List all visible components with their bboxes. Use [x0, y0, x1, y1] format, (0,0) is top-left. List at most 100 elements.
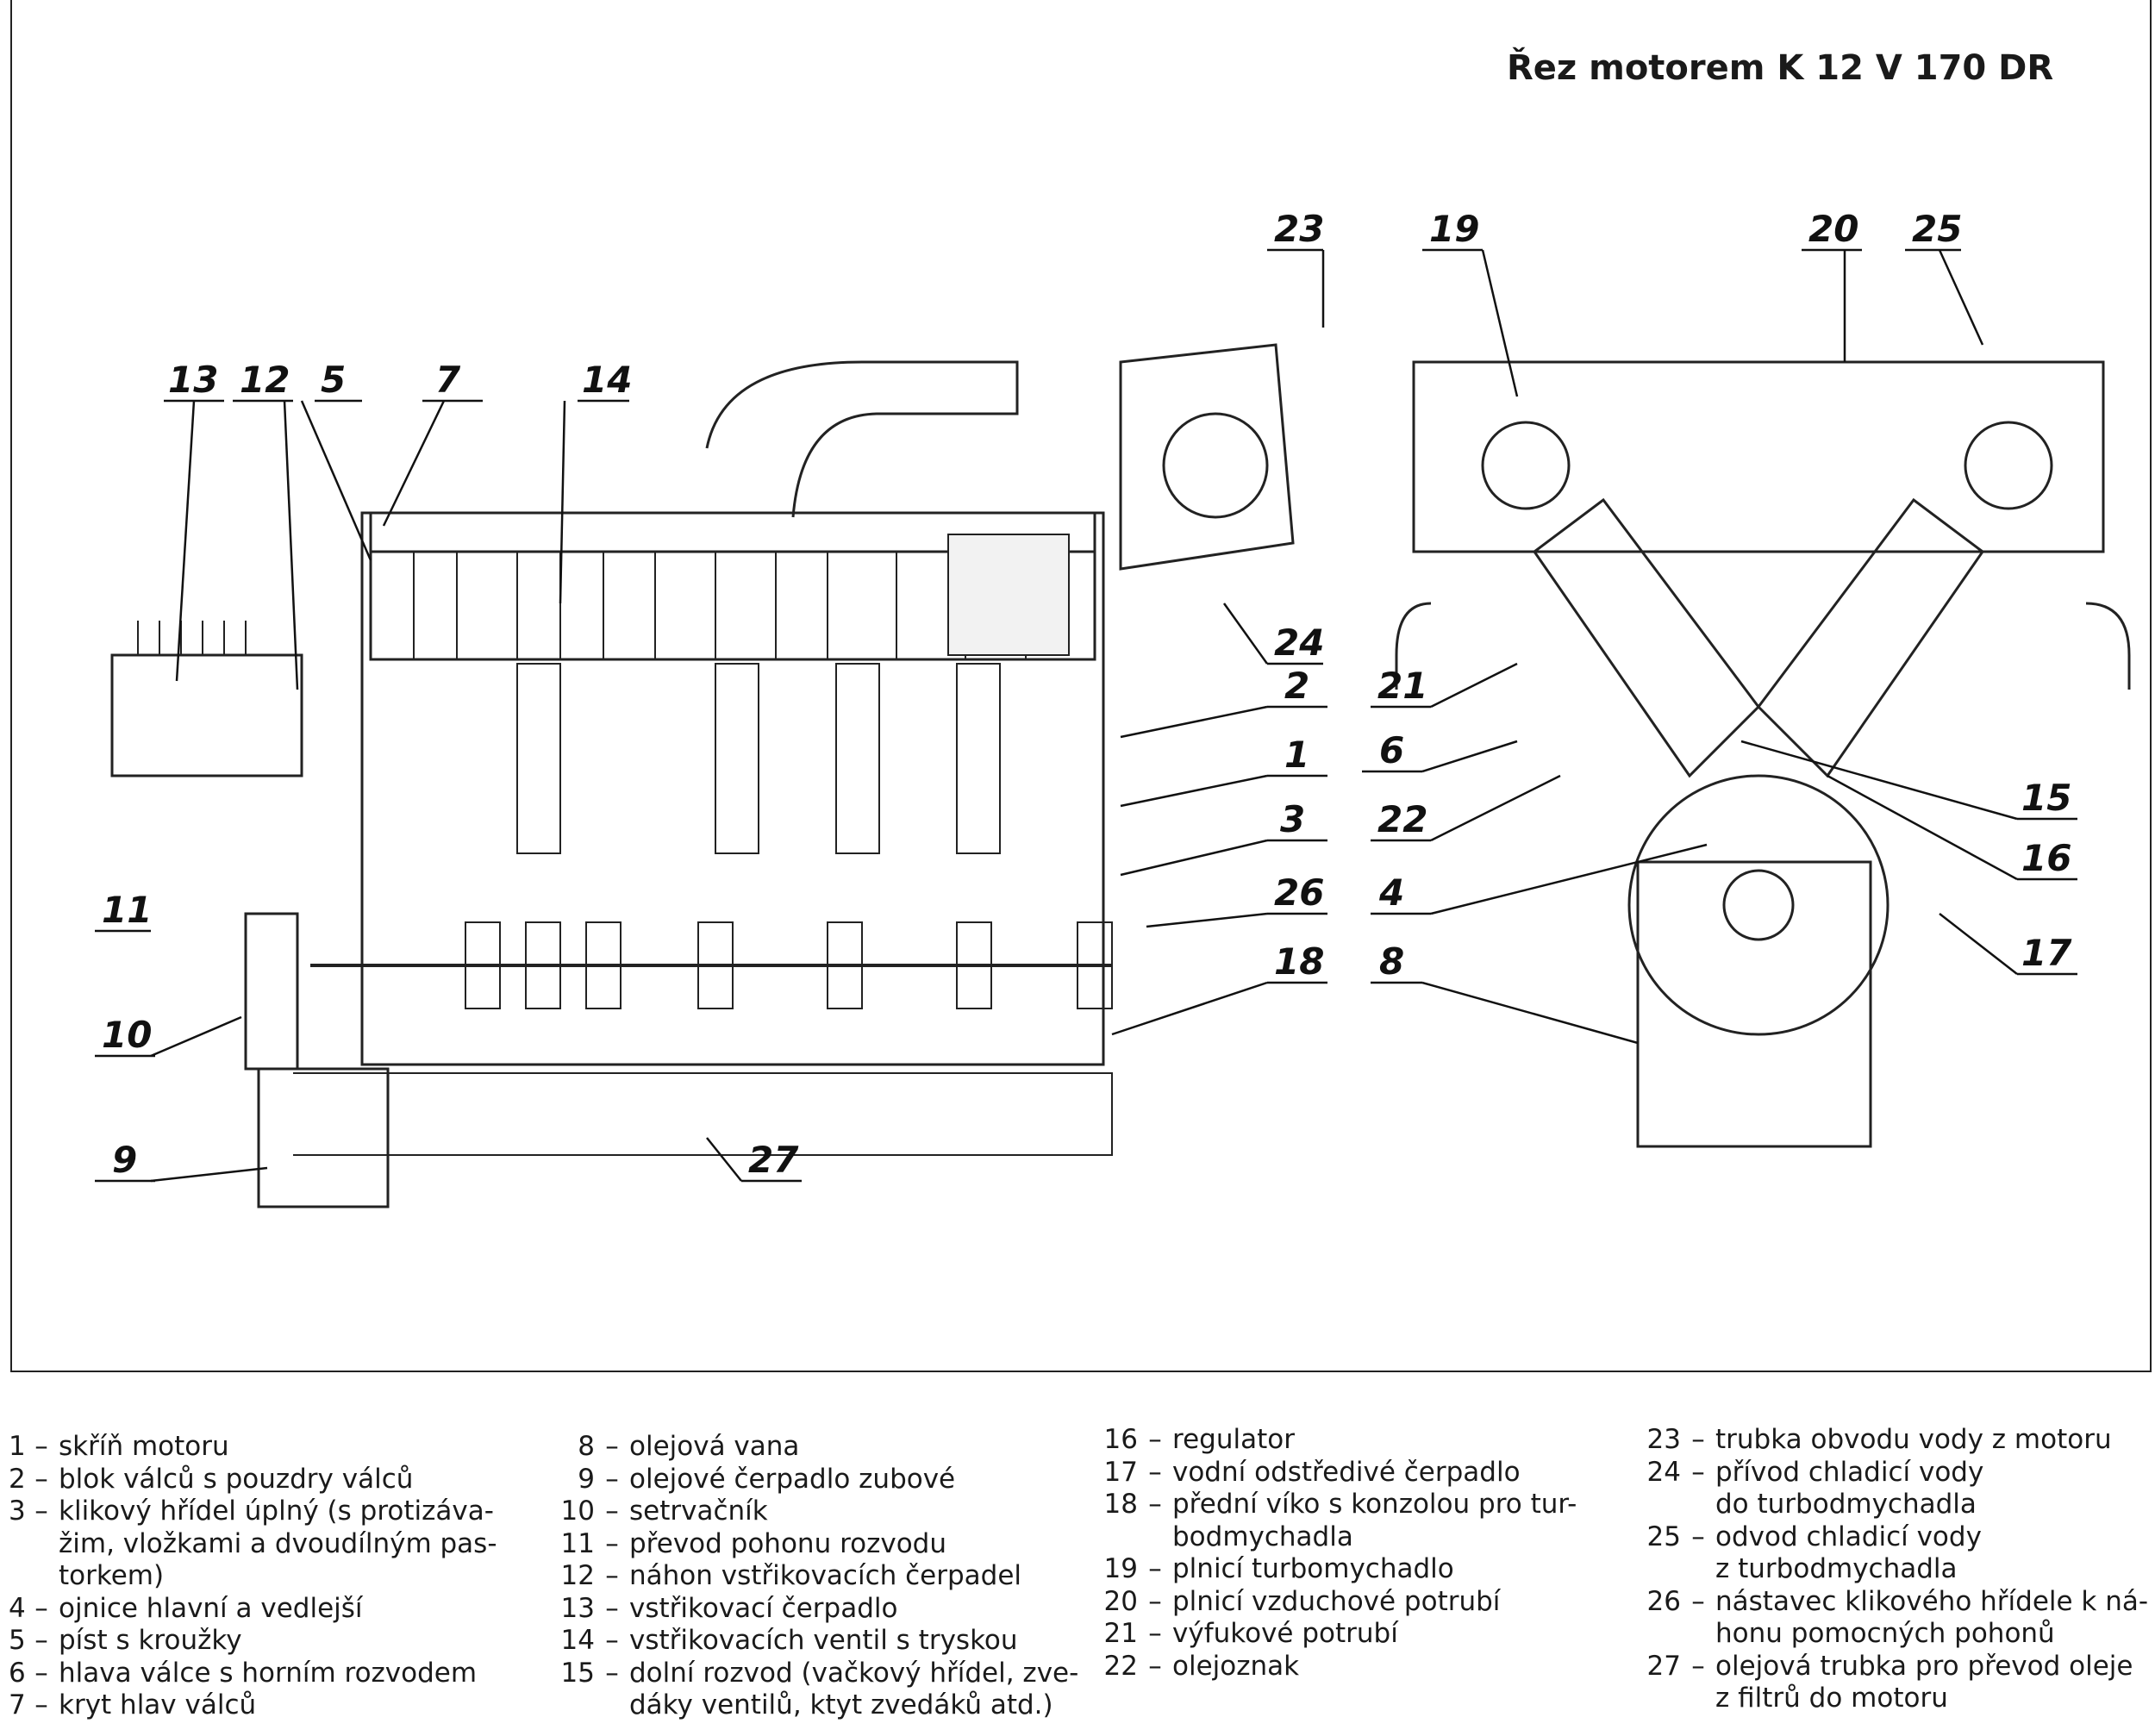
legend-item-number — [1638, 1489, 1681, 1521]
legend-item-number: 6 — [9, 1657, 26, 1689]
legend-dash: – — [1148, 1489, 1162, 1520]
legend-dash: – — [34, 1431, 48, 1462]
exhaust-pipes — [1395, 602, 2131, 690]
legend-item-text: z turbodmychadla — [1715, 1553, 1958, 1584]
callout-14: 14 — [582, 359, 632, 401]
legend-item-text: žim, vložkami a dvoudílným pas- — [59, 1527, 497, 1559]
legend-dash: – — [34, 1689, 48, 1720]
legend-item: 9–olejové čerpadlo zubové — [552, 1464, 1078, 1496]
legend-item-number: 11 — [560, 1527, 595, 1559]
legend-dash — [1681, 1683, 1715, 1715]
legend-item-text: torkem) — [59, 1560, 165, 1591]
legend-item-text: odvod chladicí vody — [1715, 1521, 1982, 1552]
legend-item-text: ojnice hlavní a vedlejší — [59, 1592, 363, 1624]
legend-item: 19–plnicí turbomychadlo — [1095, 1553, 1577, 1586]
legend-dash: – — [1691, 1585, 1705, 1617]
legend-item-number: 3 — [9, 1496, 26, 1527]
legend-item-number — [1638, 1553, 1681, 1586]
legend-dash — [1681, 1553, 1715, 1586]
callout-13: 13 — [168, 359, 218, 401]
legend-item: 11–převod pohonu rozvodu — [552, 1528, 1078, 1561]
legend-item: dáky ventilů, ktyt zvedáků atd.) — [552, 1689, 1078, 1722]
callout-19: 19 — [1429, 208, 1479, 250]
legend-item: 26–nástavec klikového hřídele k ná- — [1638, 1585, 2149, 1619]
cylinder-liners — [516, 663, 1001, 854]
legend-item: 24–přívod chladicí vody — [1638, 1457, 2148, 1489]
legend-item: 16–regulator — [1095, 1424, 1577, 1457]
legend-item-text: vodní odstředivé čerpadlo — [1172, 1456, 1521, 1488]
legend-item: 10–setrvačník — [552, 1496, 1078, 1528]
legend-dash: – — [605, 1431, 619, 1462]
callout-3: 3 — [1280, 798, 1305, 840]
legend-dash: – — [34, 1625, 48, 1656]
legend-item: 13–vstřikovací čerpadlo — [552, 1593, 1078, 1626]
legend-item: z turbodmychadla — [1638, 1553, 2148, 1586]
legend-item-text: olejová trubka pro převod oleje — [1715, 1650, 2133, 1682]
legend-item: 3–klikový hřídel úplný (s protizáva- — [9, 1496, 497, 1528]
legend-item: 27–olejová trubka pro převod oleje — [1638, 1651, 2148, 1683]
legend-item-number — [9, 1560, 24, 1593]
legend-dash: – — [1148, 1585, 1162, 1617]
legend-dash: – — [1691, 1456, 1705, 1488]
legend-item-text: nástavec klikového hřídele k ná- — [1715, 1585, 2149, 1617]
callout-24: 24 — [1274, 621, 1324, 664]
legend-item-number: 27 — [1646, 1650, 1681, 1682]
legend-item: 17–vodní odstředivé čerpadlo — [1095, 1457, 1577, 1489]
callout-2: 2 — [1284, 665, 1309, 707]
callout-6: 6 — [1379, 729, 1404, 771]
legend-item-number — [9, 1528, 24, 1561]
legend-item: 1–skříň motoru — [9, 1431, 497, 1464]
turbocharger-housing — [1119, 343, 1295, 571]
oil-sump — [1636, 860, 1872, 1148]
leader-lines — [95, 248, 2077, 1183]
cross-section — [1395, 360, 2131, 1148]
legend-item-text: přívod chladicí vody — [1715, 1456, 1984, 1488]
legend-item-number: 16 — [1103, 1424, 1138, 1455]
legend-item: žim, vložkami a dvoudílným pas- — [9, 1528, 497, 1561]
legend-dash: – — [605, 1560, 619, 1591]
oil-pipes — [293, 1072, 1113, 1156]
crank-throws — [465, 921, 1113, 1009]
injection-pump-body — [110, 653, 303, 777]
legend-item-text: dáky ventilů, ktyt zvedáků atd.) — [629, 1689, 1053, 1720]
legend-item-text: olejová vana — [629, 1431, 800, 1462]
drawing-frame — [10, 0, 2152, 1372]
legend-item-text: blok válců s pouzdry válců — [59, 1463, 414, 1495]
legend-item-number: 12 — [560, 1560, 595, 1591]
engine-section-drawing: 13 12 5 7 14 23 19 20 25 11 10 9 27 2 1 … — [95, 208, 2131, 1208]
legend-item-text: výfukové potrubí — [1172, 1618, 1398, 1649]
callout-27: 27 — [748, 1139, 799, 1181]
legend-dash: – — [34, 1657, 48, 1689]
callout-25: 25 — [1912, 208, 1962, 250]
legend-item: torkem) — [9, 1560, 497, 1593]
callout-15: 15 — [2021, 777, 2071, 819]
crankcase-gear — [1627, 774, 1890, 1036]
legend-item-number: 4 — [9, 1592, 26, 1624]
legend-item-number: 5 — [9, 1625, 26, 1656]
legend-dash: – — [1148, 1618, 1162, 1649]
legend-item-number: 19 — [1103, 1553, 1138, 1584]
legend-dash: – — [34, 1592, 48, 1624]
legend-item-text: olejové čerpadlo zubové — [629, 1463, 956, 1495]
legend-item-number — [1638, 1683, 1681, 1715]
legend-item: 20–plnicí vzduchové potrubí — [1095, 1586, 1577, 1619]
legend-item-text: vstřikovacích ventil s tryskou — [629, 1625, 1018, 1656]
left-cylinder-bank — [1532, 497, 1760, 778]
legend-dash: – — [34, 1463, 48, 1495]
legend-item-number: 1 — [9, 1431, 26, 1462]
legend-item-number: 7 — [9, 1689, 26, 1720]
legend-dash: – — [605, 1657, 619, 1689]
legend-item: 14–vstřikovacích ventil s tryskou — [552, 1625, 1078, 1658]
page-title: Řez motorem K 12 V 170 DR — [1507, 48, 2054, 88]
legend-dash — [24, 1528, 59, 1561]
legend-item-number: 26 — [1646, 1585, 1681, 1617]
legend-dash: – — [605, 1496, 619, 1527]
legend-dash — [1138, 1521, 1172, 1554]
legend-item: 8–olejová vana — [552, 1431, 1078, 1464]
legend-item: do turbodmychadla — [1638, 1489, 2148, 1521]
legend-item-text: honu pomocných pohonů — [1715, 1618, 2055, 1649]
legend-dash — [1681, 1489, 1715, 1521]
